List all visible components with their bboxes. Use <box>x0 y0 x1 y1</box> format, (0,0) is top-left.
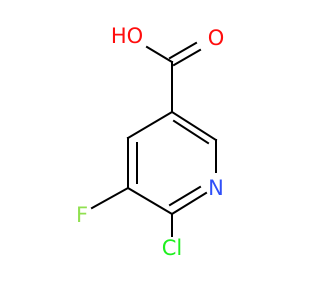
bond-c3-c4 <box>170 110 218 142</box>
bond-c1-o-double-a <box>168 41 198 60</box>
bond-c8-c3 <box>126 110 174 140</box>
molecule-structure: HO O N F Cl <box>76 24 225 260</box>
bond-c6-c7 <box>126 186 174 216</box>
bond-c1-ho <box>145 45 174 64</box>
chlorine-label: Cl <box>162 236 183 260</box>
bond-n-c6 <box>170 191 208 216</box>
bond-c3-c4-inner <box>172 119 210 145</box>
fluorine-label: F <box>76 203 88 227</box>
hydroxyl-label: HO <box>111 24 143 48</box>
bond-c1-o-double-b <box>172 48 202 67</box>
carbonyl-oxygen-label: O <box>208 26 225 50</box>
bond-n-c6-inner <box>168 185 202 207</box>
nitrogen-label: N <box>208 176 224 200</box>
bond-c7-f <box>90 186 130 210</box>
